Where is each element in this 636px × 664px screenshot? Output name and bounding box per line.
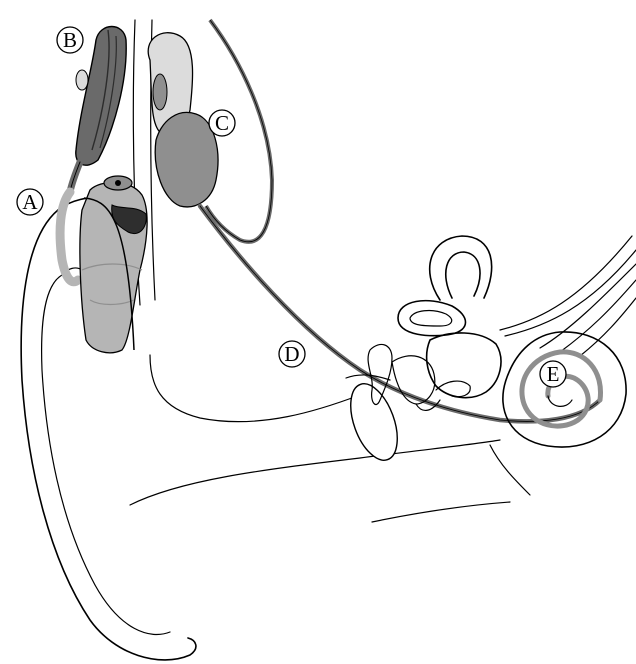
label-e: E xyxy=(540,361,566,387)
receiver-stimulator xyxy=(148,20,272,242)
label-c: C xyxy=(209,110,235,136)
microphone-transmitter xyxy=(60,176,147,353)
svg-text:A: A xyxy=(22,190,38,214)
label-d: D xyxy=(279,341,305,367)
svg-text:B: B xyxy=(63,28,77,52)
semicircular-canals xyxy=(398,236,501,398)
label-a: A xyxy=(17,189,43,215)
svg-text:D: D xyxy=(284,342,299,366)
svg-text:C: C xyxy=(215,111,229,135)
speech-processor xyxy=(70,27,126,193)
middle-ear-ossicles xyxy=(342,344,471,466)
auditory-nerve xyxy=(500,236,636,356)
svg-text:E: E xyxy=(547,362,560,386)
label-b: B xyxy=(57,27,83,53)
